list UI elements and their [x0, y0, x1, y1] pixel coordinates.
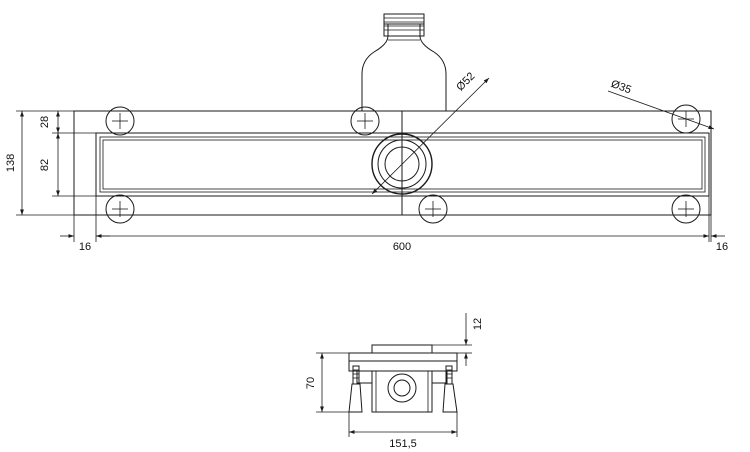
dim-label-foot-diameter: Ø35 — [609, 78, 633, 96]
grate — [371, 344, 433, 354]
dim-label-16-right: 16 — [716, 241, 728, 253]
dim-label-151-5: 151,5 — [389, 438, 417, 450]
dim-label-70: 70 — [305, 377, 317, 389]
leg-right — [442, 365, 458, 413]
drain-body-outline — [73, 110, 712, 216]
outlet-neck — [361, 13, 447, 111]
dim-label-138: 138 — [5, 154, 17, 172]
dim-label-16-left: 16 — [79, 241, 91, 253]
foot-circle — [418, 194, 448, 224]
dim-label-600: 600 — [393, 241, 411, 253]
leg-left — [348, 365, 363, 413]
top-view: 138 28 82 16 600 16 Ø52 Ø35 — [5, 13, 728, 253]
dim-label-outlet-diameter: Ø52 — [454, 70, 477, 93]
leader-foot-diameter — [607, 90, 715, 130]
dim-label-12: 12 — [472, 318, 484, 330]
foot-circle — [671, 194, 701, 224]
body-top-plate — [348, 352, 458, 362]
leader-outlet-diameter — [371, 77, 490, 195]
side-outlet-circle — [387, 373, 417, 403]
dim-label-82: 82 — [39, 159, 51, 171]
dim-label-28: 28 — [39, 116, 51, 128]
foot-circle — [105, 194, 135, 224]
body-box — [371, 370, 433, 413]
foot-circle — [105, 106, 135, 136]
side-view: 12 70 151,5 — [305, 313, 484, 450]
